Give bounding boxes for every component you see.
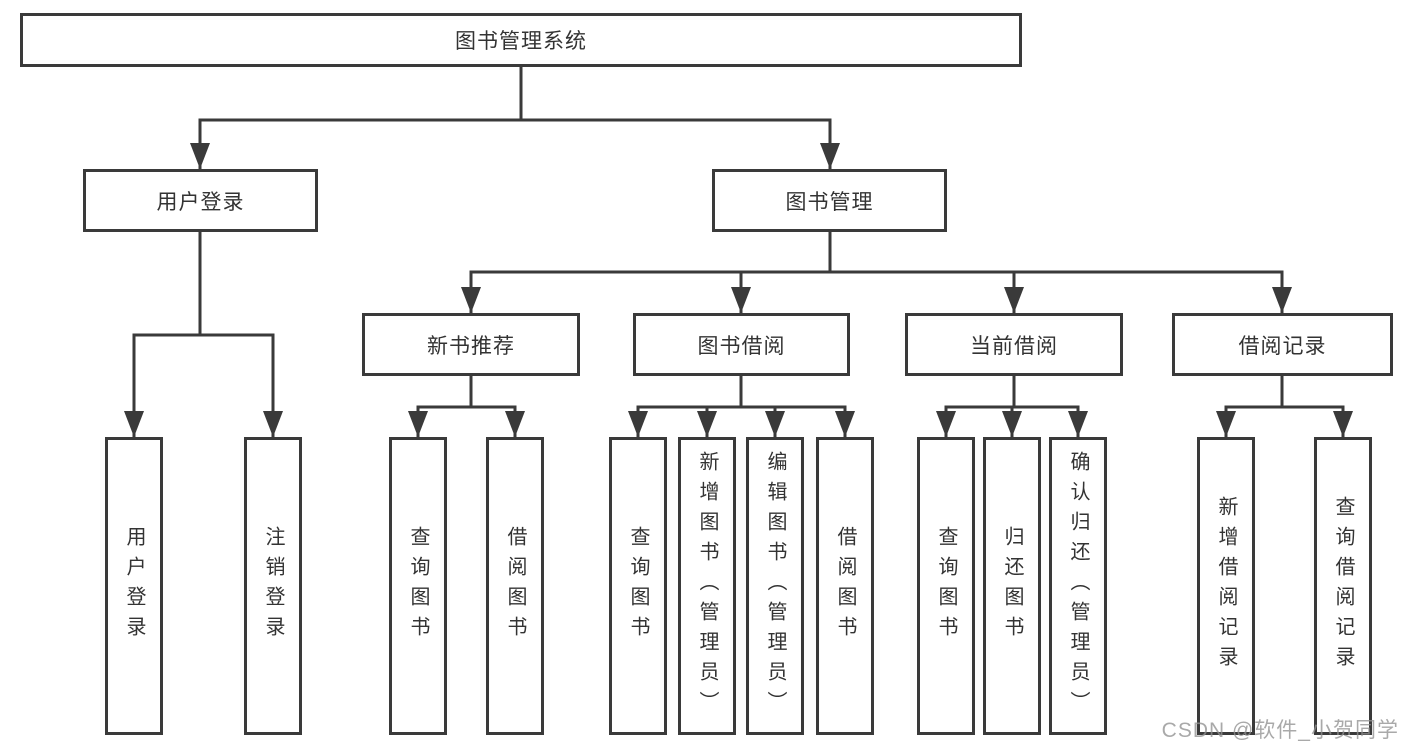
node-label: 新书推荐	[427, 334, 515, 358]
leaf-label: 借阅图书	[834, 526, 856, 646]
leaf-label: 借阅图书	[504, 526, 526, 646]
node-label: 借阅记录	[1238, 334, 1327, 358]
leaf-label: 查询图书	[935, 526, 957, 646]
leaf-cb-return-books: 归还图书	[983, 437, 1041, 735]
node-label: 图书借阅	[697, 334, 786, 358]
csdn-watermark: CSDN @软件_小贺同学	[1161, 719, 1399, 742]
leaf-label: 归还图书	[1001, 526, 1023, 646]
leaf-bb-borrow-books: 借阅图书	[816, 437, 874, 735]
node-root-library-management-system: 图书管理系统	[20, 13, 1022, 67]
leaf-label: 查询图书	[407, 526, 429, 646]
leaf-label: 用户登录	[123, 526, 145, 646]
leaf-nbr-query-books: 查询图书	[389, 437, 447, 735]
leaf-nbr-borrow-books: 借阅图书	[486, 437, 544, 735]
node-label: 图书管理	[785, 190, 874, 214]
node-label: 当前借阅	[970, 334, 1058, 358]
leaf-label: 新增借阅记录	[1215, 496, 1237, 676]
leaf-label: 编辑图书（管理员）	[764, 451, 786, 721]
leaf-label: 查询图书	[627, 526, 649, 646]
leaf-label: 确认归还（管理员）	[1067, 451, 1089, 721]
node-label: 用户登录	[156, 190, 245, 214]
leaf-bb-edit-books-admin: 编辑图书（管理员）	[746, 437, 804, 735]
leaf-logout: 注销登录	[244, 437, 302, 735]
node-new-book-recommend: 新书推荐	[362, 313, 580, 376]
node-current-borrow: 当前借阅	[905, 313, 1123, 376]
leaf-cb-query-books: 查询图书	[917, 437, 975, 735]
node-book-borrow: 图书借阅	[633, 313, 850, 376]
leaf-br-query-record: 查询借阅记录	[1314, 437, 1372, 735]
leaf-br-add-record: 新增借阅记录	[1197, 437, 1255, 735]
leaf-label: 查询借阅记录	[1332, 496, 1354, 676]
leaf-cb-confirm-return-admin: 确认归还（管理员）	[1049, 437, 1107, 735]
node-label: 图书管理系统	[455, 30, 587, 53]
arrowheads	[124, 143, 1353, 437]
leaf-label: 注销登录	[262, 526, 284, 646]
node-borrow-records: 借阅记录	[1172, 313, 1393, 376]
leaf-label: 新增图书（管理员）	[696, 451, 718, 721]
leaf-bb-query-books: 查询图书	[609, 437, 667, 735]
node-book-management: 图书管理	[712, 169, 947, 232]
node-user-login: 用户登录	[83, 169, 318, 232]
leaf-bb-add-books-admin: 新增图书（管理员）	[678, 437, 736, 735]
leaf-user-login: 用户登录	[105, 437, 163, 735]
